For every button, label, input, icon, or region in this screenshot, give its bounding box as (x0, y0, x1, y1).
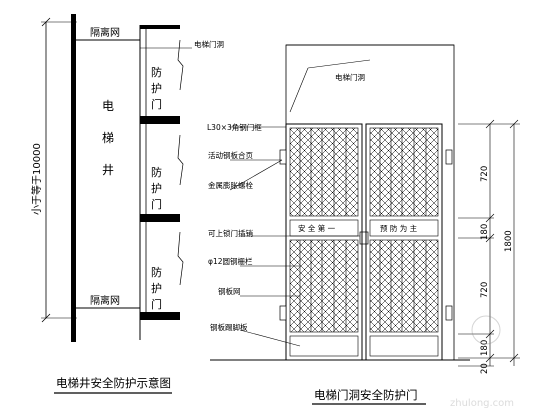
shaft-label-char-1: 电 (102, 99, 114, 113)
watermark: zhulong.com (450, 315, 514, 409)
callout-hinge: 活动钢板合页 (208, 150, 253, 160)
protective-door-diagram: 电梯门洞 安 全 第 一 预 防 为 主 (140, 39, 520, 405)
safety-sign-right: 预 防 为 主 (380, 223, 418, 233)
door-3-char-1: 防 (151, 265, 162, 279)
door-1-char-3: 门 (151, 97, 162, 111)
dim-total-1800: 1800 (504, 230, 514, 252)
dim-lower-720: 720 (480, 282, 490, 298)
door-frame-label-top: 电梯门洞 (335, 72, 365, 82)
dim-bottom-180: 180 (480, 340, 490, 356)
callout-lockable-latch: 可上锁门插销 (208, 228, 253, 238)
door-1-char-2: 护 (151, 81, 162, 95)
door-2-char-3: 门 (151, 197, 162, 211)
door-3-char-2: 护 (151, 281, 162, 295)
dim-base-20: 20 (480, 363, 490, 374)
callout-round-bar: φ12圆钢栅栏 (208, 256, 253, 266)
callout-angle-steel-frame: L30×3角钢门框 (207, 122, 262, 132)
dim-top-720: 720 (480, 166, 490, 182)
elevator-shaft-diagram: 小于等于10000 隔离网 隔离网 电 梯 井 防 护 门 防 护 门 防 护 (30, 14, 184, 394)
door-3-char-3: 门 (151, 297, 162, 311)
isolation-net-top-label: 隔离网 (90, 26, 120, 39)
door-2-char-1: 防 (151, 165, 162, 179)
isolation-net-bottom-label: 隔离网 (90, 294, 120, 307)
callout-expansion-bolt: 金属膨胀螺栓 (208, 180, 253, 190)
watermark-text: zhulong.com (450, 398, 514, 409)
right-caption: 电梯门洞安全防护门 (314, 388, 418, 402)
dim-mid-180: 180 (480, 224, 490, 240)
shaft-label-char-3: 井 (102, 163, 114, 177)
max-height-label: 小于等于10000 (30, 143, 43, 215)
left-caption: 电梯井安全防护示意图 (56, 376, 171, 390)
door-2-char-2: 护 (151, 181, 162, 195)
door-1-char-1: 防 (151, 65, 162, 79)
callout-door-frame: 电梯门洞 (194, 39, 224, 49)
safety-sign-left: 安 全 第 一 (298, 223, 336, 233)
shaft-label-char-2: 梯 (102, 131, 114, 145)
callout-kick-plate: 钢板踢脚板 (210, 322, 248, 332)
callout-steel-mesh: 钢板网 (218, 286, 241, 296)
